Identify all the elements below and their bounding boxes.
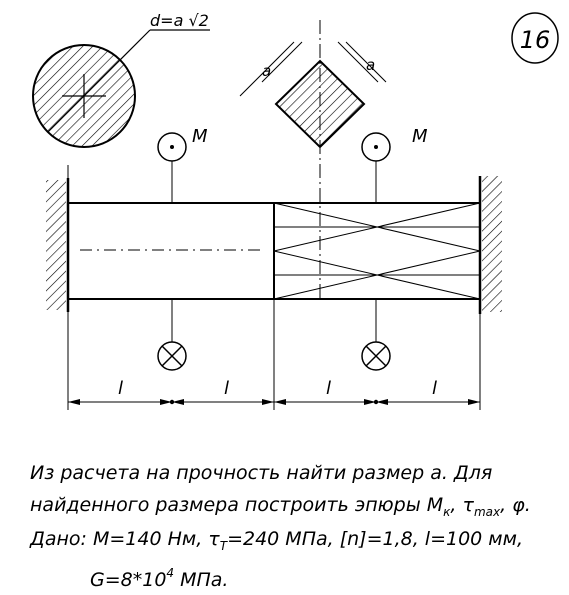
- side-label-left: a: [262, 62, 271, 80]
- square-cross-section: a a: [239, 41, 387, 149]
- problem-number-badge: 16: [511, 12, 559, 64]
- side-label-right: a: [366, 56, 375, 74]
- problem-number: 16: [520, 26, 551, 54]
- length-label-3: l: [326, 378, 331, 399]
- square-shaft-segment: [273, 202, 481, 300]
- statement-line-2: найденного размера построить эпюры Mк, τ…: [30, 494, 531, 519]
- moment-label-left: M: [192, 126, 208, 147]
- moment-1: M: [157, 126, 208, 371]
- right-fixed-support: [478, 176, 502, 314]
- round-shaft-segment: [67, 165, 274, 300]
- problem-statement: Из расчета на прочность найти размер a. …: [29, 462, 531, 591]
- moment-label-right: M: [412, 126, 428, 147]
- statement-line-1: Из расчета на прочность найти размер a. …: [30, 462, 492, 484]
- statement-line-3: Дано: M=140 Нм, τT=240 МПа, [n]=1,8, l=1…: [29, 528, 523, 553]
- length-dimensions: l l l l: [67, 299, 481, 410]
- length-label-1: l: [118, 378, 123, 399]
- length-label-2: l: [224, 378, 229, 399]
- statement-line-4: G=8*104 МПа.: [90, 566, 228, 591]
- length-label-4: l: [432, 378, 437, 399]
- diameter-label: d=a √2: [150, 11, 209, 30]
- left-fixed-support: [46, 178, 70, 312]
- circle-cross-section: d=a √2: [32, 11, 210, 148]
- moment-2: M: [361, 126, 428, 371]
